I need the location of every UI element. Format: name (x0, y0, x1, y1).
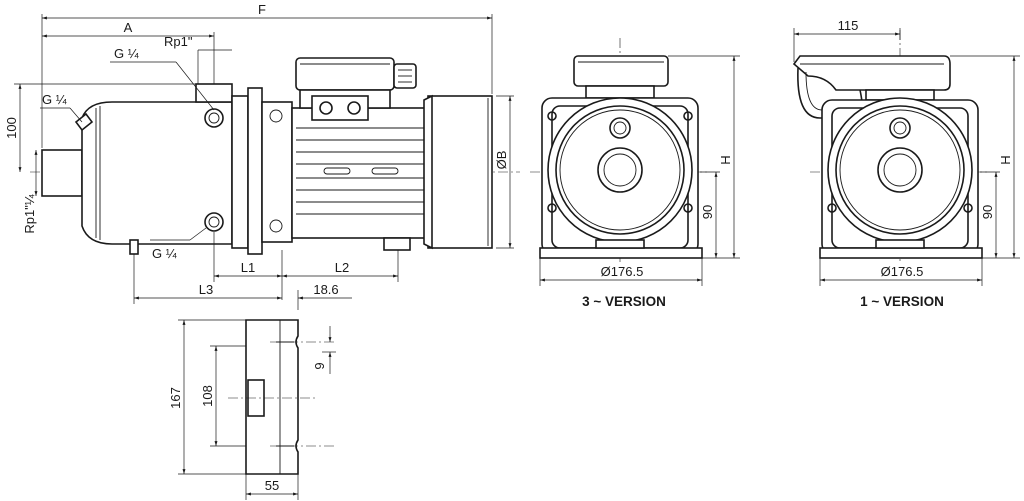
label-g-bottom: G ¼ (152, 246, 177, 261)
foot-view: 167 108 9 55 (168, 319, 336, 500)
dim-55-label: 55 (265, 478, 279, 493)
label-rp-top: Rp1" (164, 34, 193, 49)
dim-L3: L3 18.6 (133, 254, 352, 310)
dim-167-label: 167 (168, 387, 183, 409)
label-g-left: G ¼ (42, 92, 67, 107)
inlet-pipe (41, 149, 83, 197)
terminal-box (295, 57, 417, 121)
fan-cover (423, 94, 493, 250)
front-view-3-version: H 90 Ø176.5 3 ~ VERSION (530, 38, 740, 309)
version3-H-label: H (718, 155, 733, 164)
dim-100-label: 100 (4, 117, 19, 139)
dim-L2-label: L2 (335, 260, 349, 275)
dim-L1-L2: L1 L2 (213, 232, 399, 300)
pump-flange (231, 87, 293, 255)
dim-B-label: ØB (494, 151, 509, 170)
dim-F-label: F (258, 2, 266, 17)
front-view-1-version: 115 H 90 Ø176.5 1 ~ VERSION (792, 18, 1020, 309)
label-g-top: G ¼ (114, 46, 139, 61)
version3-90-label: 90 (700, 205, 715, 219)
dim-A-label: A (124, 20, 133, 35)
version1-diameter-label: Ø176.5 (881, 264, 924, 279)
dim-108-label: 108 (200, 385, 215, 407)
version3-caption: 3 ~ VERSION (582, 294, 666, 309)
version3-diameter-label: Ø176.5 (601, 264, 644, 279)
callout-bottom: G ¼ (150, 227, 207, 261)
callout-top: G ¼ Rp1" (110, 34, 232, 111)
dim-L1-label: L1 (241, 260, 255, 275)
dim-B: ØB (494, 95, 514, 249)
cooling-fins (296, 127, 424, 215)
dim-18-6-label: 18.6 (313, 282, 338, 297)
label-rp-left: Rp1"¼ (22, 194, 37, 233)
dim-rp-left: Rp1"¼ (22, 150, 38, 234)
version1-caption: 1 ~ VERSION (860, 294, 944, 309)
dim-A: A (42, 20, 215, 84)
version1-115-label: 115 (838, 18, 859, 33)
dim-9-label: 9 (312, 362, 327, 369)
version1-H-label: H (998, 155, 1013, 164)
callout-left: G ¼ (40, 92, 83, 123)
dim-100: 100 (4, 83, 196, 172)
dim-L3-label: L3 (199, 282, 213, 297)
version1-90-label: 90 (980, 205, 995, 219)
motor (291, 57, 493, 251)
pump-body (74, 83, 233, 255)
side-view: F A G ¼ Rp1" 100 G ¼ (4, 2, 520, 310)
